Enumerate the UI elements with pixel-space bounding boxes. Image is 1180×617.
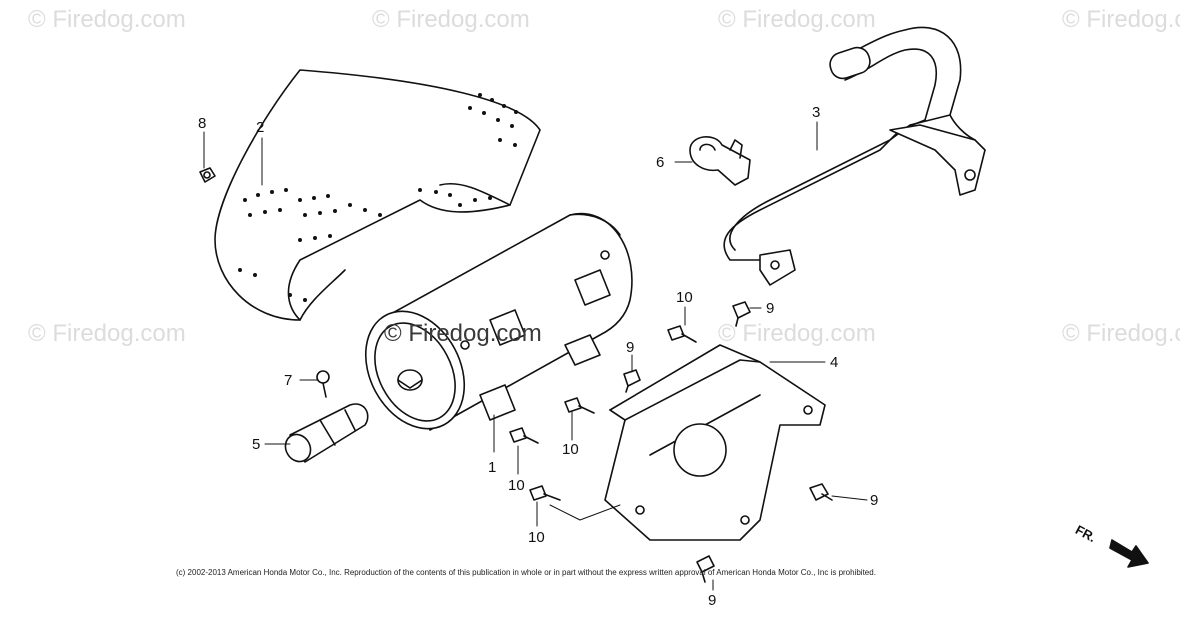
callout-3: 3 bbox=[812, 104, 821, 121]
flange-bolt-parts bbox=[509, 325, 697, 501]
exhaust-pipe-part bbox=[723, 26, 986, 286]
callout-9-d: 9 bbox=[708, 592, 717, 609]
watermark-top-right: © Firedog.com bbox=[1062, 6, 1180, 33]
callout-10-d: 10 bbox=[528, 529, 545, 546]
tail-pipe-part bbox=[284, 403, 369, 463]
muffler-body-part bbox=[364, 212, 633, 431]
callout-1: 1 bbox=[488, 459, 497, 476]
copyright-notice: (c) 2002-2013 American Honda Motor Co., … bbox=[176, 568, 876, 577]
watermark-top-mid-left: © Firedog.com bbox=[372, 6, 530, 33]
callout-9-b: 9 bbox=[766, 300, 775, 317]
callout-2: 2 bbox=[256, 119, 265, 136]
callout-10-a: 10 bbox=[676, 289, 693, 306]
front-direction-arrow bbox=[1109, 539, 1149, 568]
watermark-center: © Firedog.com bbox=[384, 320, 542, 347]
screw-part bbox=[316, 370, 330, 398]
leader-lines bbox=[203, 121, 868, 591]
callout-8: 8 bbox=[198, 115, 207, 132]
muffler-stay-part bbox=[604, 344, 826, 541]
callout-5: 5 bbox=[252, 436, 261, 453]
callout-10-c: 10 bbox=[508, 477, 525, 494]
protector-perforations bbox=[238, 93, 518, 302]
callout-10-b: 10 bbox=[562, 441, 579, 458]
muffler-protector-part bbox=[214, 69, 541, 321]
watermark-far-right: © Firedog.com bbox=[1062, 320, 1180, 347]
callout-6: 6 bbox=[656, 154, 665, 171]
protector-bolt-part bbox=[199, 167, 216, 183]
watermark-mid-right: © Firedog.com bbox=[718, 320, 876, 347]
watermark-top-mid-right: © Firedog.com bbox=[718, 6, 876, 33]
callout-9-c: 9 bbox=[870, 492, 879, 509]
callout-9-a: 9 bbox=[626, 339, 635, 356]
watermark-top-left: © Firedog.com bbox=[28, 6, 186, 33]
watermark-mid-left: © Firedog.com bbox=[28, 320, 186, 347]
callout-7: 7 bbox=[284, 372, 293, 389]
callout-4: 4 bbox=[830, 354, 839, 371]
pipe-clamp-part bbox=[689, 136, 751, 186]
